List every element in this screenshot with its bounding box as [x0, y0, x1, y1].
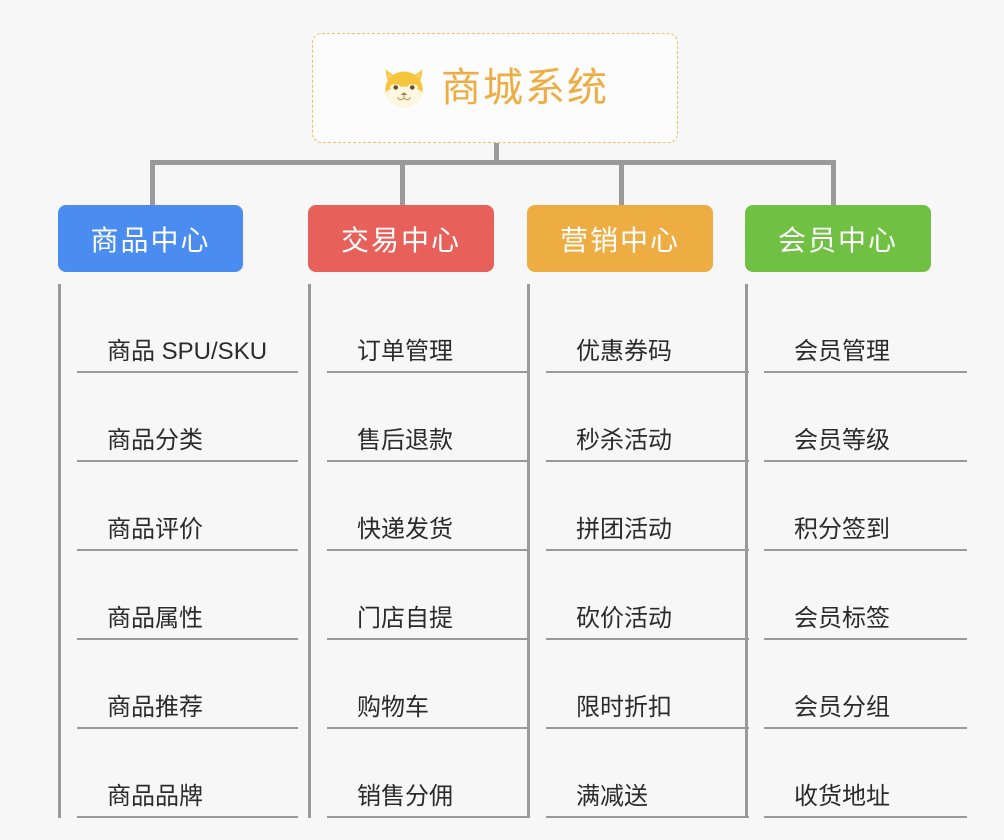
leaf-label: 拼团活动	[576, 515, 672, 543]
list-item[interactable]: 销售分佣	[327, 729, 530, 818]
connector-drop-marketing-center	[619, 160, 624, 205]
category-header-member-center[interactable]: 会员中心	[745, 205, 931, 272]
list-item[interactable]: 会员分组	[764, 640, 967, 729]
leaf-label: 商品分类	[107, 426, 203, 454]
category-header-marketing-center[interactable]: 营销中心	[527, 205, 713, 272]
connector-drop-product-center	[150, 160, 155, 205]
list-item[interactable]: 会员等级	[764, 373, 967, 462]
branch-product-center: 商品中心 商品 SPU/SKU 商品分类 商品评价 商品属性 商品推荐 商品品牌	[58, 205, 298, 818]
list-item[interactable]: 购物车	[327, 640, 530, 729]
leaf-label: 会员等级	[794, 426, 890, 454]
shiba-dog-icon	[385, 69, 423, 108]
list-item[interactable]: 秒杀活动	[546, 373, 749, 462]
leaf-list-marketing-center: 优惠券码 秒杀活动 拼团活动 砍价活动 限时折扣 满减送	[527, 284, 749, 818]
list-item[interactable]: 商品推荐	[77, 640, 298, 729]
leaf-label: 商品品牌	[107, 782, 203, 810]
list-item[interactable]: 收货地址	[764, 729, 967, 818]
list-item[interactable]: 快递发货	[327, 462, 530, 551]
leaf-label: 商品推荐	[107, 693, 203, 721]
list-item[interactable]: 满减送	[546, 729, 749, 818]
leaf-list-member-center: 会员管理 会员等级 积分签到 会员标签 会员分组 收货地址	[745, 284, 967, 818]
list-item[interactable]: 拼团活动	[546, 462, 749, 551]
category-header-trade-center[interactable]: 交易中心	[308, 205, 494, 272]
leaf-label: 商品属性	[107, 604, 203, 632]
list-item[interactable]: 积分签到	[764, 462, 967, 551]
branch-member-center: 会员中心 会员管理 会员等级 积分签到 会员标签 会员分组 收货地址	[745, 205, 967, 818]
list-item[interactable]: 商品评价	[77, 462, 298, 551]
list-item[interactable]: 限时折扣	[546, 640, 749, 729]
list-item[interactable]: 商品分类	[77, 373, 298, 462]
leaf-label: 快递发货	[357, 515, 453, 543]
list-item[interactable]: 会员管理	[764, 284, 967, 373]
list-item[interactable]: 商品属性	[77, 551, 298, 640]
leaf-label: 优惠券码	[576, 337, 672, 365]
branch-trade-center: 交易中心 订单管理 售后退款 快递发货 门店自提 购物车 销售分佣	[308, 205, 530, 818]
leaf-list-trade-center: 订单管理 售后退款 快递发货 门店自提 购物车 销售分佣	[308, 284, 530, 818]
list-item[interactable]: 售后退款	[327, 373, 530, 462]
root-node-mall-system[interactable]: 商城系统	[312, 33, 678, 143]
leaf-label: 销售分佣	[357, 782, 453, 810]
leaf-label: 收货地址	[794, 782, 890, 810]
leaf-label: 售后退款	[357, 426, 453, 454]
connector-root-stem	[494, 143, 499, 163]
category-header-product-center[interactable]: 商品中心	[58, 205, 243, 272]
leaf-label: 商品评价	[107, 515, 203, 543]
leaf-label: 订单管理	[357, 337, 453, 365]
connector-drop-trade-center	[400, 160, 405, 205]
connector-horizontal-bus	[150, 160, 836, 165]
leaf-label: 会员管理	[794, 337, 890, 365]
leaf-label: 满减送	[576, 782, 648, 810]
category-header-label: 会员中心	[777, 224, 898, 256]
list-item[interactable]: 会员标签	[764, 551, 967, 640]
connector-drop-member-center	[831, 160, 836, 205]
category-header-label: 营销中心	[559, 224, 680, 256]
leaf-label: 会员标签	[794, 604, 890, 632]
leaf-label: 购物车	[357, 693, 429, 721]
list-item[interactable]: 门店自提	[327, 551, 530, 640]
list-item[interactable]: 订单管理	[327, 284, 530, 373]
category-header-label: 交易中心	[340, 224, 461, 256]
list-item[interactable]: 商品 SPU/SKU	[77, 284, 298, 373]
list-item[interactable]: 砍价活动	[546, 551, 749, 640]
root-title: 商城系统	[441, 66, 609, 110]
leaf-list-product-center: 商品 SPU/SKU 商品分类 商品评价 商品属性 商品推荐 商品品牌	[58, 284, 298, 818]
list-item[interactable]: 优惠券码	[546, 284, 749, 373]
leaf-label: 积分签到	[794, 515, 890, 543]
leaf-label: 商品 SPU/SKU	[107, 337, 268, 365]
leaf-label: 限时折扣	[576, 693, 672, 721]
category-header-label: 商品中心	[90, 224, 211, 256]
leaf-label: 门店自提	[357, 604, 453, 632]
leaf-label: 砍价活动	[576, 604, 672, 632]
branch-marketing-center: 营销中心 优惠券码 秒杀活动 拼团活动 砍价活动 限时折扣 满减送	[527, 205, 749, 818]
leaf-label: 会员分组	[794, 693, 890, 721]
leaf-label: 秒杀活动	[576, 426, 672, 454]
list-item[interactable]: 商品品牌	[77, 729, 298, 818]
